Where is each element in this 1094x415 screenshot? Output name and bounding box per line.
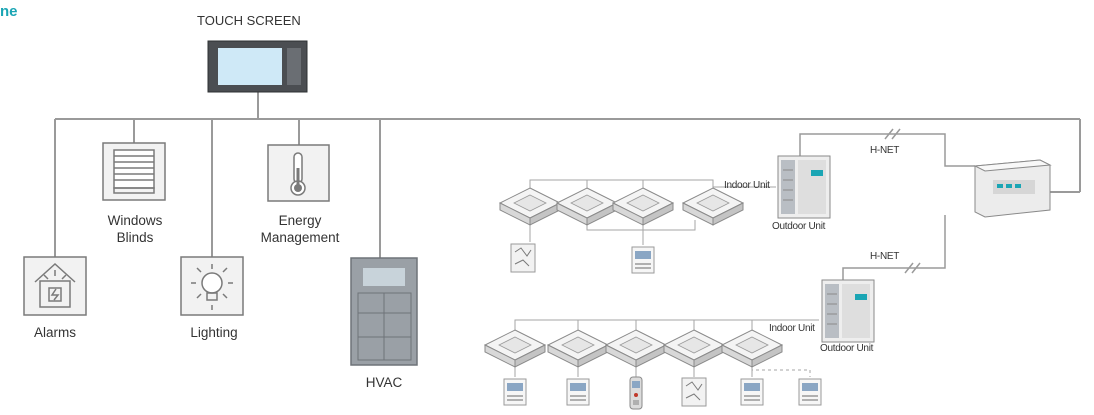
bus-lines — [54, 92, 1081, 258]
energy-label: Energy — [278, 213, 322, 228]
alarm-house-icon — [23, 256, 87, 316]
page-title: ne — [0, 3, 18, 20]
hvac-label: HVAC — [365, 375, 403, 390]
hnet-label-top: H-NET — [870, 145, 900, 156]
indoor-cassette — [721, 329, 783, 368]
touch-screen-label: TOUCH SCREEN — [197, 13, 301, 28]
wired-remote-controller — [503, 378, 527, 406]
central-controller — [510, 243, 536, 273]
hnet-lines — [799, 128, 975, 280]
piping-lines — [514, 179, 819, 377]
blinds-label: Blinds — [116, 230, 154, 245]
wired-remote-controller — [566, 378, 590, 406]
lighting-label: Lighting — [190, 325, 238, 340]
indoor-cassette — [556, 187, 618, 226]
outdoor-unit-bottom — [821, 279, 875, 343]
wireless-remote-controller — [629, 376, 643, 410]
thermometer-icon — [267, 144, 330, 202]
alarms-label: Alarms — [33, 325, 76, 340]
windows-blinds-icon — [102, 142, 166, 201]
outdoor-unit-label-bottom: Outdoor Unit — [820, 343, 874, 354]
management-label: Management — [260, 230, 340, 245]
indoor-cassette — [682, 187, 744, 226]
indoor-cassette — [663, 329, 725, 368]
windows-label: Windows — [107, 213, 163, 228]
indoor-cassette — [547, 329, 609, 368]
indoor-cassette — [605, 329, 667, 368]
wired-remote-controller — [740, 378, 764, 406]
wired-remote-controller — [631, 246, 655, 274]
light-bulb-icon — [180, 256, 244, 316]
touch-screen-device — [207, 40, 308, 93]
indoor-cassette — [612, 187, 674, 226]
outdoor-unit-top — [777, 155, 831, 219]
gateway-device — [973, 159, 1052, 218]
indoor-unit-label-bottom: Indoor Unit — [769, 323, 815, 334]
hvac-panel — [350, 257, 418, 366]
indoor-cassette — [499, 187, 561, 226]
central-controller — [681, 377, 707, 407]
hnet-label-bottom: H-NET — [870, 251, 900, 262]
indoor-cassette — [484, 329, 546, 368]
indoor-unit-label-top: Indoor Unit — [724, 180, 770, 191]
outdoor-unit-label-top: Outdoor Unit — [772, 221, 826, 232]
wired-remote-controller — [798, 378, 822, 406]
